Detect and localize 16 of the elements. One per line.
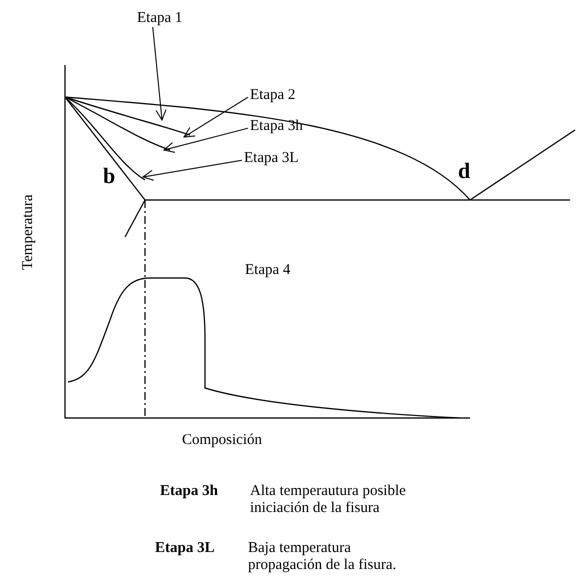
leader-arrow [184, 96, 248, 138]
leader-arrow [164, 128, 248, 153]
point-letter: b [103, 167, 116, 184]
leader-arrow [152, 26, 166, 120]
legend-description: Baja temperatura propagación de la fisura. [248, 540, 398, 574]
legend-term: Etapa 3h [160, 483, 218, 500]
point-letter: d [458, 162, 470, 179]
axis-title: Temperatura [20, 194, 37, 270]
stage-label: Etapa 2 [250, 87, 296, 104]
stage-label: Etapa 1 [137, 10, 182, 27]
legend-description: Alta temperautura posible iniciación de la fisura [250, 483, 407, 517]
stage-label: Etapa 4 [245, 262, 290, 279]
axis-title: Composición [182, 432, 262, 449]
leader-arrow [142, 160, 242, 181]
legend-term: Etapa 3L [155, 540, 215, 557]
stage-label: Etapa 3L [244, 150, 299, 167]
